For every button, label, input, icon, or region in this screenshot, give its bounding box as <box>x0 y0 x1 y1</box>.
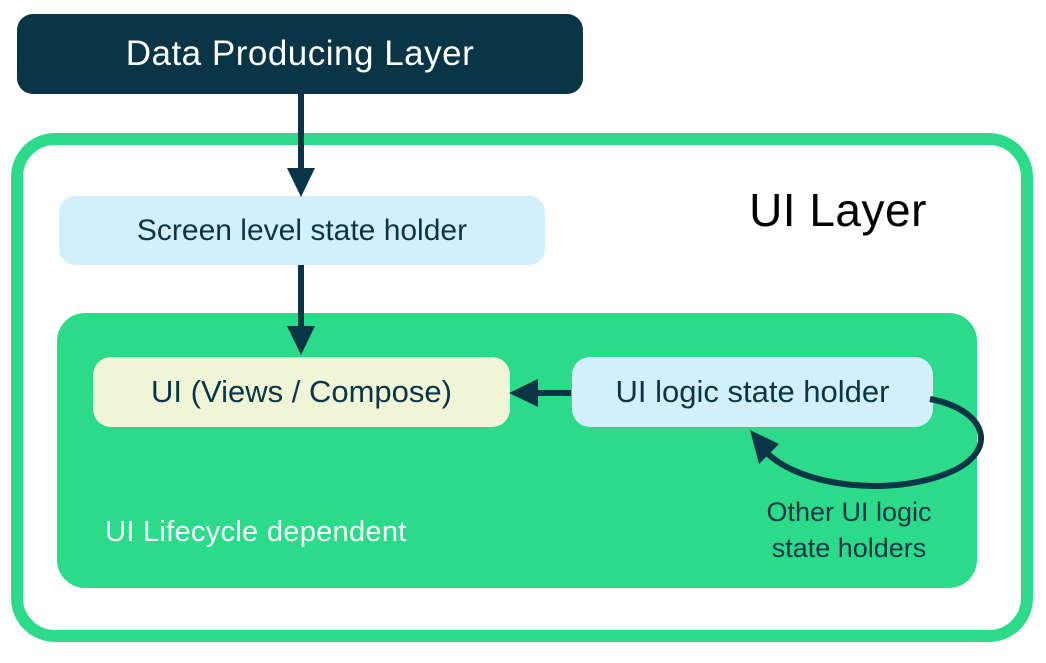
other-ui-logic-note: Other UI logic state holders <box>739 494 959 566</box>
ui-layer-title: UI Layer <box>749 184 927 236</box>
ui-layer-container: UI Layer Screen level state holder UI (V… <box>11 133 1033 642</box>
ui-views-compose-box: UI (Views / Compose) <box>93 357 510 427</box>
ui-logic-state-holder-label: UI logic state holder <box>615 374 890 409</box>
data-producing-layer-label: Data Producing Layer <box>125 34 475 73</box>
other-ui-logic-note-line2: state holders <box>771 533 927 563</box>
data-producing-layer-box: Data Producing Layer <box>17 14 583 94</box>
ui-lifecycle-caption: UI Lifecycle dependent <box>105 516 407 548</box>
screen-level-state-holder-box: Screen level state holder <box>59 196 545 265</box>
screen-level-state-holder-label: Screen level state holder <box>136 213 468 247</box>
ui-views-compose-label: UI (Views / Compose) <box>151 374 452 409</box>
ui-logic-state-holder-box: UI logic state holder <box>572 357 933 427</box>
other-ui-logic-note-line1: Other UI logic <box>766 497 932 527</box>
ui-lifecycle-group: UI (Views / Compose) UI logic state hold… <box>57 313 977 588</box>
